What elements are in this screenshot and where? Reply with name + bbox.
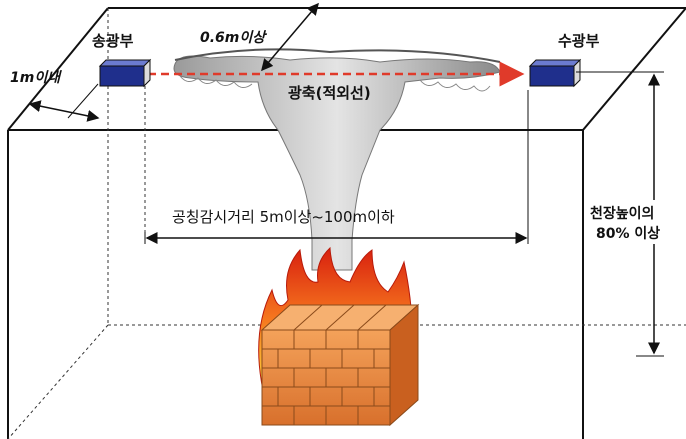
ceiling-height-label-line1: 천장높이의 [590, 205, 654, 222]
wall-distance-label: 1m이내 [10, 70, 62, 86]
ceiling-distance-label: 0.6m이상 [200, 30, 267, 46]
monitoring-distance-arrow [144, 90, 529, 244]
transmitter-label: 송광부 [92, 32, 134, 50]
ceiling-height-label-line2: 80% 이상 [596, 225, 660, 242]
receiver-unit [528, 58, 582, 88]
monitoring-distance-label: 공칭감시거리 5m이상~100m이하 [172, 208, 395, 226]
optical-axis-label: 광축(적외선) [288, 84, 371, 102]
wall-distance-leader [67, 83, 99, 119]
brick-wall [260, 303, 420, 427]
receiver-label: 수광부 [558, 32, 600, 50]
smoke-plume [173, 48, 501, 271]
wall-distance-arrow [28, 100, 100, 122]
ceiling-distance-arrow [261, 2, 319, 72]
transmitter-unit [98, 58, 152, 88]
